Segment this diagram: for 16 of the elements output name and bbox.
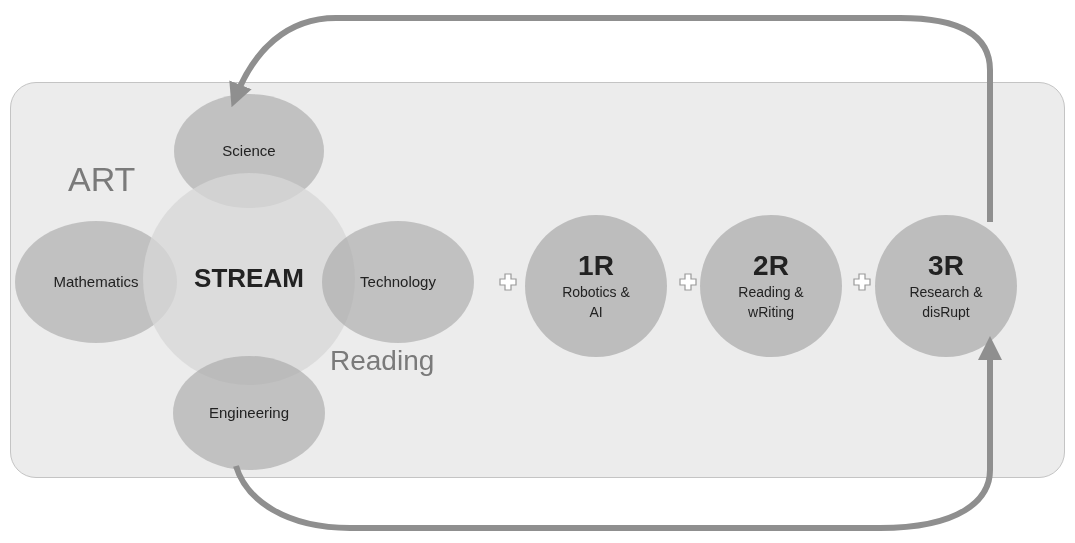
- circle-label: Research & disRupt: [908, 283, 984, 323]
- circle-heading: 1R: [578, 249, 614, 283]
- circle-heading: 3R: [928, 249, 964, 283]
- side-label: ART: [68, 160, 136, 199]
- circle-label: Mathematics: [53, 273, 139, 291]
- curved-arrow: [229, 15, 993, 222]
- circle-label: Reading & wRiting: [737, 283, 805, 323]
- circle-label: STREAM: [194, 264, 304, 294]
- circle-label: Technology: [360, 273, 436, 291]
- side-label: Reading: [330, 345, 435, 377]
- rounded-panel: [10, 82, 1065, 478]
- circle-label: Science: [222, 142, 276, 160]
- circle-heading: 2R: [753, 249, 789, 283]
- circle-label: Robotics & AI: [561, 283, 631, 323]
- circle-label: Engineering: [208, 404, 290, 422]
- curved-arrow: [233, 336, 1002, 531]
